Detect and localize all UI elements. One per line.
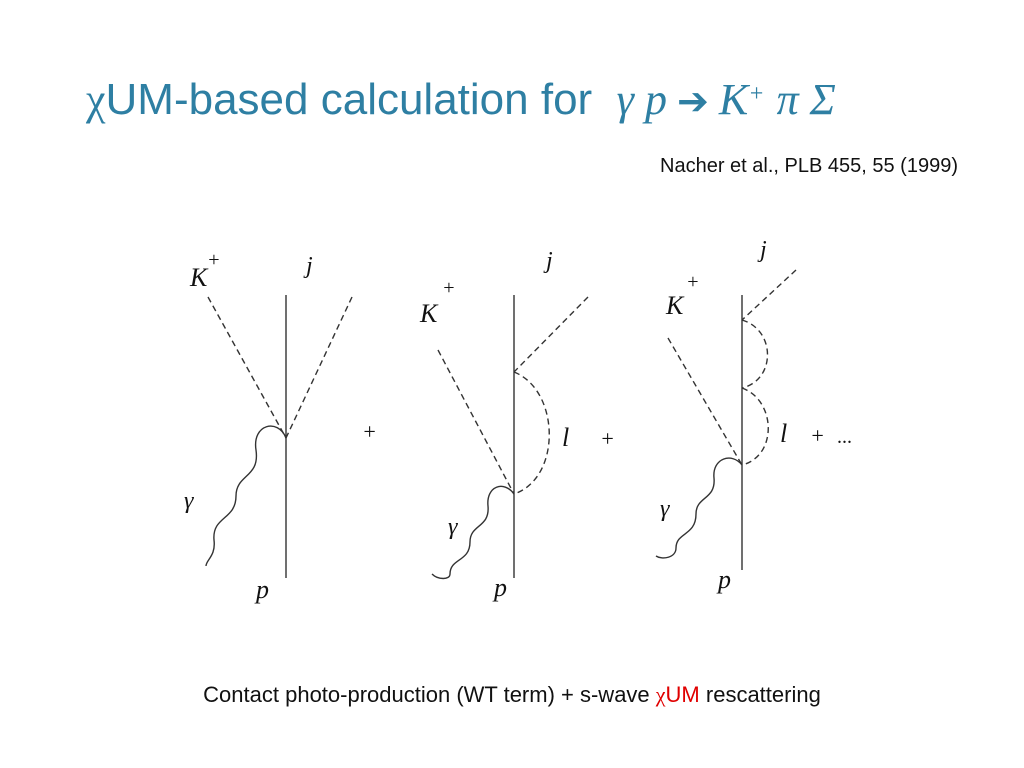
caption-chi: χ: [655, 682, 666, 707]
kaon-label: K: [189, 263, 209, 292]
title-kaon: K: [718, 75, 749, 124]
title-text: UM-based calculation for: [105, 75, 593, 124]
photon-line: [655, 457, 743, 559]
meson-line-j: [741, 269, 797, 321]
proton-label: p: [254, 575, 269, 604]
proton-label: p: [716, 565, 731, 594]
title-kaon-charge: +: [748, 81, 765, 107]
arrow-icon: ➔: [677, 79, 709, 123]
photon-line: [431, 485, 515, 580]
kaon-label: K: [665, 291, 685, 320]
diagram-rescattering-2: [655, 269, 797, 570]
kaon-line: [207, 296, 287, 439]
j-label: j: [543, 248, 553, 274]
kaon-charge-label: +: [686, 271, 700, 293]
caption-prefix: Contact photo-production (WT term) + s-w…: [203, 682, 656, 707]
plus-sign: +: [600, 426, 615, 451]
kaon-line: [667, 337, 743, 466]
plus-sign: +: [362, 419, 377, 444]
plus-sign: +: [810, 423, 825, 448]
kaon-charge-label: +: [207, 249, 221, 271]
loop-label: l: [780, 419, 787, 448]
gamma-label: γ: [448, 514, 458, 540]
meson-line-j: [513, 296, 589, 373]
title-rest: π Σ: [776, 75, 836, 124]
ellipsis: ...: [837, 426, 852, 448]
caption: Contact photo-production (WT term) + s-w…: [0, 682, 1024, 708]
gamma-label: γ: [184, 488, 194, 514]
gamma-label: γ: [660, 496, 670, 522]
caption-highlight: UM: [665, 682, 700, 707]
kaon-label: K: [419, 299, 439, 328]
kaon-line: [437, 349, 515, 495]
proton-label: p: [492, 573, 507, 602]
loop-line-lower: [741, 387, 769, 466]
diagram-rescattering-1: [431, 295, 589, 580]
citation: Nacher et al., PLB 455, 55 (1999): [660, 155, 958, 177]
meson-line-j: [285, 296, 353, 439]
title-chi: χ: [86, 75, 106, 124]
photon-line: [205, 425, 287, 567]
j-label: j: [757, 237, 767, 263]
diagram-contact: [205, 295, 353, 578]
kaon-charge-label: +: [442, 277, 456, 299]
slide-title: χUM-based calculation for γ p➔K+ π Σ: [86, 70, 966, 130]
j-label: j: [303, 253, 313, 279]
caption-suffix: rescattering: [699, 682, 821, 707]
title-reaction-lhs: γ p: [616, 75, 667, 124]
loop-label: l: [562, 423, 569, 452]
loop-line-upper: [741, 319, 768, 389]
loop-line: [513, 371, 550, 495]
